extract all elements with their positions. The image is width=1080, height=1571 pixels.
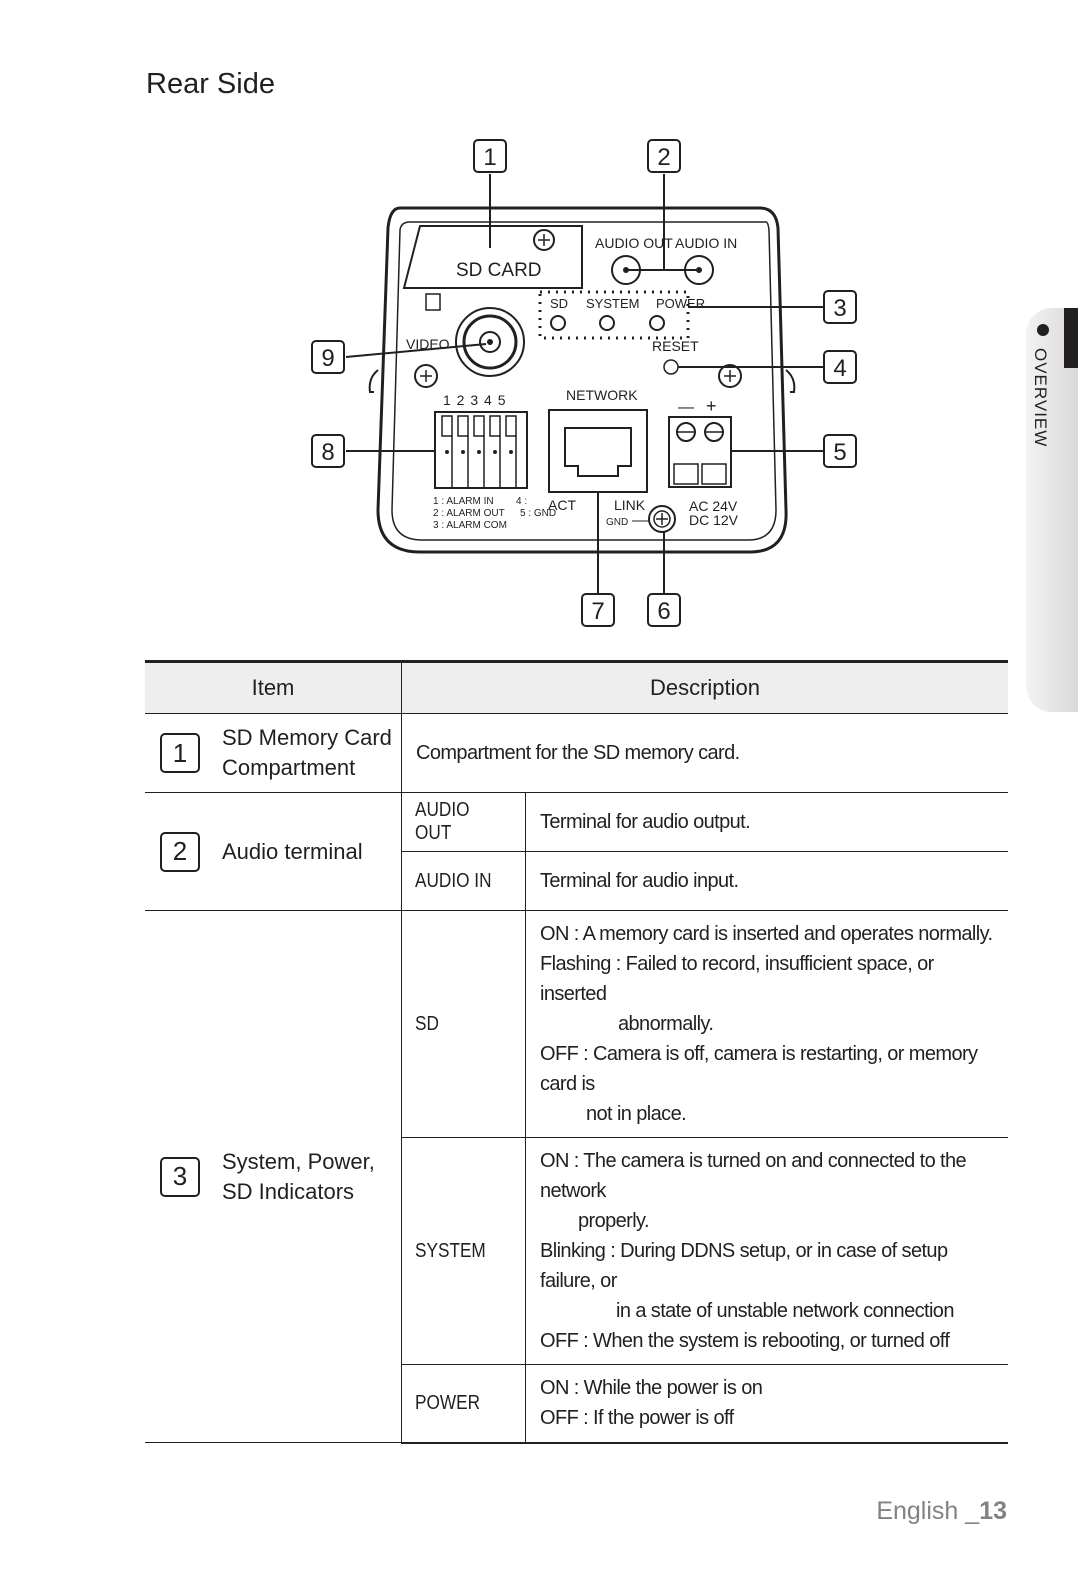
sub-label: AUDIO OUT: [415, 799, 470, 844]
sub-description: Terminal for audio input.: [525, 851, 1008, 911]
table-header-row: Item Description: [145, 660, 1008, 714]
callout-1: 1: [473, 139, 507, 173]
table-row: AUDIO IN Terminal for audio input.: [145, 851, 1008, 911]
network-label: NETWORK: [566, 387, 638, 403]
svg-text:7: 7: [591, 598, 604, 625]
callout-9: 9: [311, 340, 345, 374]
item-cell: 1 SD Memory Card Compartment: [146, 723, 400, 783]
table-row: 2 Audio terminal AUDIO OUT Terminal for …: [145, 792, 1008, 911]
sub-description: ON : A memory card is inserted and opera…: [525, 910, 1008, 1138]
callout-4: 4: [823, 350, 857, 384]
minus-label: —: [678, 399, 694, 416]
side-tab-label: OVERVIEW: [1031, 348, 1050, 448]
system-led-label: SYSTEM: [586, 296, 639, 311]
callout-6: 6: [647, 593, 681, 627]
svg-text:3: 3: [833, 295, 846, 322]
alarm-pin4-label: 4 :: [516, 496, 527, 507]
audio-in-label: AUDIO IN: [675, 235, 737, 251]
item-name: SD Memory Card Compartment: [222, 725, 392, 780]
rear-side-diagram: SD CARD AUDIO OUT AUDIO IN SD SYSTEM POW…: [290, 130, 880, 640]
sub-label: SD: [415, 1012, 439, 1035]
item-cell: 2 Audio terminal: [146, 831, 400, 872]
dc12-label: DC 12V: [689, 512, 739, 528]
alarm-pin2-label: 2 : ALARM OUT: [433, 508, 505, 519]
page-footer: English _13: [876, 1497, 1007, 1526]
reset-label: RESET: [652, 338, 699, 354]
alarm-pin5-label: 5 : GND: [520, 508, 556, 519]
page-title: Rear Side: [146, 68, 275, 100]
header-item: Item: [145, 660, 402, 714]
plus-label: +: [706, 396, 717, 416]
svg-text:6: 6: [657, 598, 670, 625]
sd-card-label: SD CARD: [456, 260, 542, 281]
item-name: Audio terminal: [222, 838, 363, 864]
svg-text:5: 5: [833, 439, 846, 466]
table-row: SYSTEM ON : The camera is turned on and …: [145, 1137, 1008, 1365]
item-number: 3: [160, 1156, 200, 1197]
callout-2: 2: [647, 139, 681, 173]
table-row: 3 System, Power, SD Indicators SD ON : A…: [145, 910, 1008, 1443]
item-number: 1: [160, 733, 200, 773]
alarm-pin3-label: 3 : ALARM COM: [433, 520, 507, 531]
sub-label: AUDIO IN: [415, 869, 492, 892]
ac24-label: AC 24V: [689, 498, 738, 514]
callout-7: 7: [581, 593, 615, 627]
alarm-pin1-label: 1 : ALARM IN: [433, 496, 494, 507]
table-row: 1 SD Memory Card Compartment Compartment…: [145, 713, 1008, 793]
side-tab-marker: [1064, 308, 1078, 368]
svg-text:9: 9: [321, 345, 334, 372]
svg-text:8: 8: [321, 439, 334, 466]
sd-led-label: SD: [550, 296, 568, 311]
item-description: Compartment for the SD memory card.: [401, 713, 1008, 793]
sub-description: ON : The camera is turned on and connect…: [525, 1137, 1008, 1365]
callout-3: 3: [823, 290, 857, 324]
side-tab-bullet: [1037, 324, 1049, 336]
sub-label: SYSTEM: [415, 1239, 486, 1262]
svg-text:1: 1: [483, 144, 496, 171]
svg-text:4: 4: [833, 355, 846, 382]
callout-5: 5: [823, 434, 857, 468]
table-row: POWER ON : While the power is on OFF : I…: [145, 1364, 1008, 1444]
act-label: ACT: [548, 497, 576, 513]
svg-text:2: 2: [657, 144, 670, 171]
page-number: 13: [979, 1497, 1007, 1525]
link-label: LINK: [614, 497, 646, 513]
item-name: System, Power, SD Indicators: [222, 1148, 375, 1204]
sub-label: POWER: [415, 1391, 481, 1414]
footer-language: English _: [876, 1497, 980, 1525]
alarm-pins-label: 1 2 3 4 5: [443, 392, 507, 408]
power-led-label: POWER: [656, 296, 705, 311]
item-number: 2: [160, 831, 200, 872]
callout-8: 8: [311, 434, 345, 468]
section-side-tab: OVERVIEW: [1026, 308, 1078, 712]
sub-description: Terminal for audio output.: [525, 792, 1008, 852]
rear-side-table: Item Description 1 SD Memory Card Compar…: [145, 660, 1008, 1444]
audio-out-label: AUDIO OUT: [595, 235, 673, 251]
header-description: Description: [401, 660, 1008, 714]
item-cell: 3 System, Power, SD Indicators: [146, 1147, 400, 1207]
gnd-label: GND: [606, 517, 628, 528]
sub-description: ON : While the power is on OFF : If the …: [525, 1364, 1008, 1444]
